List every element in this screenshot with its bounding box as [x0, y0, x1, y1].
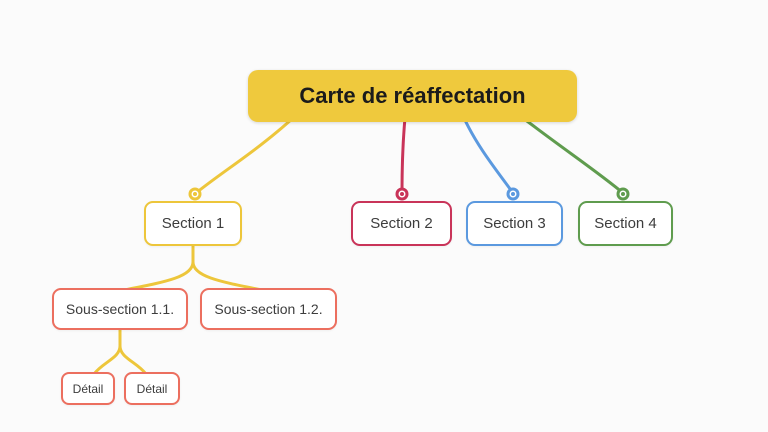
detail-node-label: Détail: [136, 381, 168, 396]
edge-root-section4: [521, 116, 625, 195]
section-node-2[interactable]: Section 2: [351, 201, 452, 246]
edge-root-section2: [400, 116, 407, 195]
junction-dot: [400, 192, 404, 196]
section-node-label: Section 3: [483, 215, 546, 232]
junction-dot: [621, 192, 625, 196]
root-node[interactable]: Carte de réaffectation: [248, 70, 577, 122]
section-node-4[interactable]: Section 4: [578, 201, 673, 246]
junction-section2: [395, 187, 409, 201]
subsection-node-1-1[interactable]: Sous-section 1.1.: [52, 288, 188, 330]
junction-section4: [616, 187, 630, 201]
edge-root-section3: [462, 116, 515, 195]
junction-section1: [188, 187, 202, 201]
detail-node-label: Détail: [72, 381, 104, 396]
edge-section1-subsection1: [122, 260, 195, 292]
junction-dot: [193, 192, 197, 196]
junction-section3: [506, 187, 520, 201]
subsection-node-label: Sous-section 1.1.: [65, 301, 175, 317]
edge-subsection1-detail2: [118, 344, 148, 376]
detail-node-2[interactable]: Détail: [124, 372, 180, 405]
section-node-label: Section 4: [594, 215, 657, 232]
section-node-1[interactable]: Section 1: [144, 201, 242, 246]
subsection-node-label: Sous-section 1.2.: [214, 301, 323, 317]
section-node-label: Section 1: [161, 215, 225, 232]
subsection-node-1-2[interactable]: Sous-section 1.2.: [200, 288, 337, 330]
junction-dot: [511, 192, 515, 196]
section-node-label: Section 2: [370, 215, 433, 232]
root-node-label: Carte de réaffectation: [299, 83, 526, 108]
detail-node-1[interactable]: Détail: [61, 372, 115, 405]
edge-section1-subsection2: [191, 260, 264, 292]
edge-root-section1: [194, 116, 295, 195]
section-node-3[interactable]: Section 3: [466, 201, 563, 246]
edge-subsection1-detail1: [92, 344, 122, 376]
